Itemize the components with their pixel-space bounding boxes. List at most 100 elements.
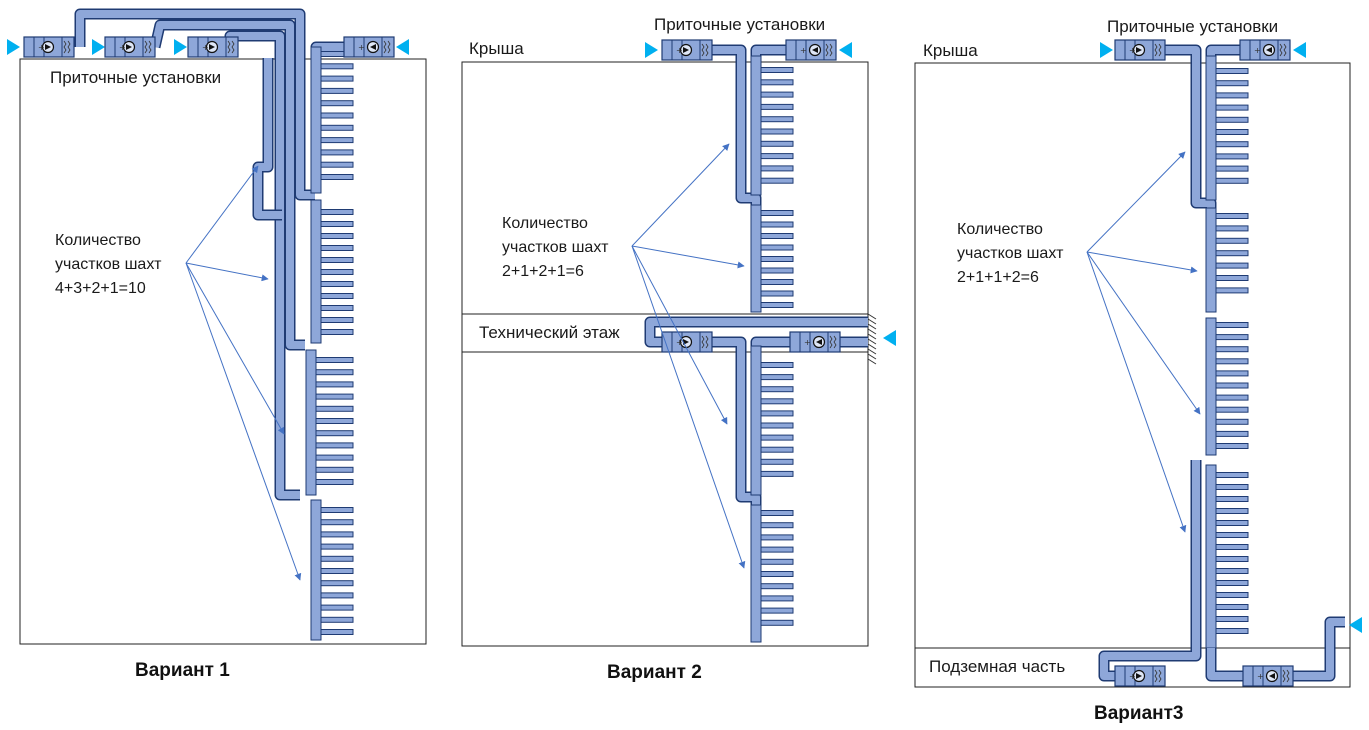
fan-direction-icon [816,339,822,345]
fan-direction-icon [45,44,51,50]
pointer-arrows [185,143,1201,581]
v1-branch [320,555,354,562]
heater-icon: + [202,43,209,52]
v2-riser-2 [750,204,762,313]
v3-duct-roof-left-outline [1165,44,1217,213]
v3-branch [1215,116,1249,123]
v1-supply-unit: + [23,36,75,58]
v1-inlet-arrow [7,39,20,55]
v2-branch [760,410,794,417]
v3-branch [1215,472,1249,478]
v2-riser-4 [750,504,762,643]
v2-branch [760,374,794,381]
v2-supply-unit: + [661,39,713,61]
v2-branch [760,302,794,308]
v3-branch [1215,287,1249,294]
fan-direction-icon [126,44,132,50]
v1-branch [320,604,354,611]
v2-branch [760,79,794,86]
v3-branch [1215,346,1249,353]
v1-branch [315,418,354,424]
filter-icon [383,40,391,54]
v3-branch [1215,568,1249,574]
v3-pointer-arrow [1086,251,1198,274]
v2-pointer-arrow [631,143,730,247]
fan-direction-icon [209,44,215,50]
v1-branch [320,161,354,168]
v3-branch [1215,334,1249,341]
heater-icon: + [1257,672,1264,681]
v3-supply-unit: + [1114,665,1166,687]
v3-branch [1215,213,1249,219]
v2-inlet-arrow [645,42,658,58]
filter-icon [227,40,235,54]
v3-branch [1215,275,1249,281]
v1-branch [320,507,354,513]
v1-branch [320,233,354,239]
v3-caption: Вариант3 [1094,703,1184,724]
v3-inlet-arrow [1100,42,1113,58]
v2-wall-hatch [867,338,877,345]
v3-inlet-arrow [1293,42,1306,58]
v2-caption: Вариант 2 [607,662,702,683]
v2-wall-hatch [867,353,877,360]
v3-duct-under-intake [1293,618,1345,680]
v3-underground-label: Подземная часть [929,657,1066,676]
v1-branch [320,63,354,70]
v1-duct-unit2 [151,21,305,349]
v2-branch [760,522,794,529]
v1-branch [315,393,354,400]
v1-note-line3: 4+3+2+1=10 [55,280,146,297]
v2-duct-tech-header [646,318,868,346]
v1-branch [320,329,354,335]
v2-branch [760,534,794,541]
v3-branch [1215,430,1249,437]
v1-branch [320,209,354,215]
v2-duct-tech-left [712,338,760,510]
v3-supply-units-label: Приточные установки [1107,17,1279,36]
v1-inlet-arrow [396,39,409,55]
v3-note-line3: 2+1+1+2=6 [957,269,1039,286]
heater-icon: + [358,43,365,52]
v1-branch [315,479,354,485]
v3-branch [1215,358,1249,365]
v3-duct-under-left-outline [1098,460,1202,682]
v2-branch [760,210,794,216]
filter-icon [1282,669,1290,683]
v1-duct-unit1 [76,10,315,199]
v3-branch [1215,165,1249,172]
v3-inlet-arrow [1349,617,1362,633]
v1-branch [320,221,354,227]
v2-branch [760,221,794,228]
v2-branch [760,256,794,262]
v3-branch [1215,104,1249,111]
v3-shafts-note: Количество участков шахт 2+1+1+2=6 [957,218,1063,290]
v2-note-line2: участков шахт [502,239,609,256]
v2-branch [760,116,794,123]
v1-pointer-arrow [185,262,269,282]
v1-branch [320,629,354,635]
v3-note-line1: Количество [957,221,1043,238]
v1-branch [320,293,354,299]
fan-direction-icon [1266,47,1272,53]
v2-duct-roof-left-outline [712,44,762,210]
v1-branch [320,149,354,156]
v2-branch [760,619,794,626]
v1-branch [315,454,354,461]
v2-branch [760,177,794,184]
v1-branch [320,174,354,180]
fan-direction-icon [683,47,689,53]
v1-inlet-arrow [92,39,105,55]
v3-supply-unit: + [1114,39,1166,61]
v3-riser-4 [1205,464,1217,649]
v1-branch [320,75,354,82]
v1-branch [320,531,354,538]
v3-branch [1215,418,1249,425]
v2-branch [760,458,794,465]
v1-supply-units-label: Приточные установки [50,68,222,87]
v2-wall-hatch [867,343,877,350]
v3-branch [1215,406,1249,413]
v3-branch [1215,92,1249,99]
v2-branch [760,290,794,297]
v1-note-line1: Количество [55,232,141,249]
